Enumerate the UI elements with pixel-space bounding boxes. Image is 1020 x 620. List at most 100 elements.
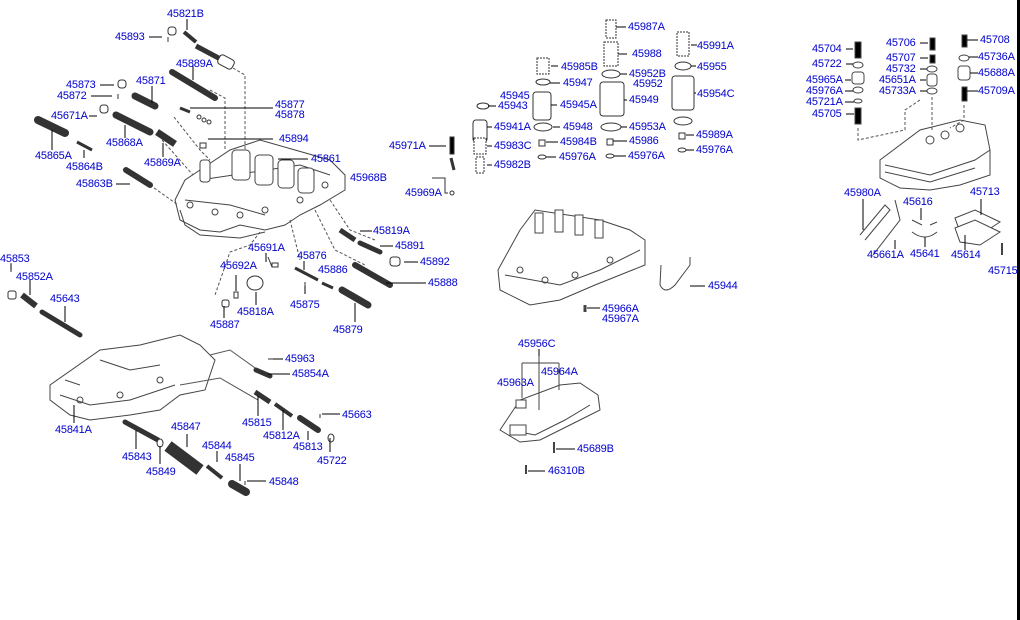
part-label[interactable]: 45853 [0, 253, 30, 265]
part-label[interactable]: 45872 [57, 90, 87, 102]
part-label[interactable]: 45854A [292, 368, 329, 380]
part-label[interactable]: 45967A [602, 313, 639, 325]
part-label[interactable]: 45876 [297, 250, 327, 262]
part-label[interactable]: 46310B [548, 465, 585, 477]
part-label[interactable]: 45963A [497, 377, 534, 389]
part-label[interactable]: 45944 [708, 280, 738, 292]
part-label[interactable]: 45956C [518, 338, 556, 350]
part-label[interactable]: 45985B [561, 61, 598, 73]
part-label[interactable]: 45945A [560, 99, 597, 111]
part-label[interactable]: 45733A [879, 85, 916, 97]
part-label[interactable]: 45892 [420, 256, 450, 268]
part-label[interactable]: 45984B [560, 136, 597, 148]
part-label[interactable]: 45864B [66, 161, 103, 173]
part-label[interactable]: 45865A [35, 150, 72, 162]
part-label[interactable]: 45661A [867, 249, 904, 261]
part-label[interactable]: 45976A [696, 144, 733, 156]
part-label[interactable]: 45843 [122, 451, 152, 463]
part-label[interactable]: 45879 [333, 324, 363, 336]
part-label[interactable]: 45705 [812, 108, 842, 120]
part-label[interactable]: 45715 [988, 265, 1018, 277]
part-label[interactable]: 45704 [812, 43, 842, 55]
part-label[interactable]: 45852A [16, 271, 53, 283]
part-label[interactable]: 45949 [629, 94, 659, 106]
part-label[interactable]: 45691A [248, 242, 285, 254]
part-label[interactable]: 45894 [279, 133, 309, 145]
part-label[interactable]: 45848 [269, 476, 299, 488]
part-label[interactable]: 45983C [494, 140, 532, 152]
part-label[interactable]: 45987A [628, 21, 665, 33]
part-label[interactable]: 45941A [494, 121, 531, 133]
part-label[interactable]: 45812A [263, 430, 300, 442]
part-label[interactable]: 45869A [144, 157, 181, 169]
part-label[interactable]: 45736A [978, 51, 1015, 63]
part-label[interactable]: 45707 [886, 52, 916, 64]
part-label[interactable]: 45969A [405, 187, 442, 199]
part-label[interactable]: 45616 [903, 196, 933, 208]
part-label[interactable]: 45952B [629, 68, 666, 80]
part-label[interactable]: 45976A [559, 151, 596, 163]
part-label[interactable]: 45841A [55, 424, 92, 436]
part-label[interactable]: 45818A [237, 306, 274, 318]
part-label[interactable]: 45692A [220, 260, 257, 272]
part-label[interactable]: 45663 [342, 409, 372, 421]
part-label[interactable]: 45943 [498, 100, 528, 112]
part-label[interactable]: 45875 [290, 299, 320, 311]
part-label[interactable]: 45688A [978, 67, 1015, 79]
part-label[interactable]: 45954C [697, 88, 735, 100]
part-label[interactable]: 45708 [980, 34, 1010, 46]
part-label[interactable]: 45821B [167, 8, 204, 20]
part-label[interactable]: 45952 [633, 78, 663, 90]
part-label[interactable]: 45971A [389, 140, 426, 152]
part-label[interactable]: 45713 [970, 186, 1000, 198]
part-label[interactable]: 45721A [806, 96, 843, 108]
part-label[interactable]: 45877 [275, 99, 305, 111]
part-label[interactable]: 45689B [577, 443, 614, 455]
part-label[interactable]: 45863B [76, 178, 113, 190]
part-label[interactable]: 45963 [285, 353, 315, 365]
part-label[interactable]: 45871 [136, 75, 166, 87]
part-label[interactable]: 45722 [812, 58, 842, 70]
part-label[interactable]: 45966A [602, 303, 639, 315]
part-label[interactable]: 45722 [317, 455, 347, 467]
part-label[interactable]: 45964A [541, 366, 578, 378]
part-label[interactable]: 45819A [373, 225, 410, 237]
part-label[interactable]: 45709A [978, 85, 1015, 97]
part-label[interactable]: 45888 [428, 277, 458, 289]
part-label[interactable]: 45953A [629, 121, 666, 133]
part-label[interactable]: 45614 [951, 249, 981, 261]
part-label[interactable]: 45847 [171, 421, 201, 433]
part-label[interactable]: 45643 [50, 293, 80, 305]
part-label[interactable]: 45641 [910, 248, 940, 260]
part-label[interactable]: 45878 [275, 109, 305, 121]
part-label[interactable]: 45886 [318, 264, 348, 276]
part-label[interactable]: 45891 [395, 240, 425, 252]
part-label[interactable]: 45844 [202, 440, 232, 452]
part-label[interactable]: 45887 [210, 319, 240, 331]
part-label[interactable]: 45945 [500, 90, 530, 102]
part-label[interactable]: 45980A [844, 187, 881, 199]
part-label[interactable]: 45982B [494, 159, 531, 171]
part-label[interactable]: 45991A [697, 40, 734, 52]
part-label[interactable]: 45948 [563, 121, 593, 133]
part-label[interactable]: 45815 [242, 417, 272, 429]
part-label[interactable]: 45947 [563, 77, 593, 89]
part-label[interactable]: 45965A [806, 74, 843, 86]
part-label[interactable]: 45989A [696, 129, 733, 141]
part-label[interactable]: 45706 [886, 37, 916, 49]
part-label[interactable]: 45968B [350, 172, 387, 184]
part-label[interactable]: 45813 [293, 441, 323, 453]
part-label[interactable]: 45986 [629, 135, 659, 147]
part-label[interactable]: 45976A [806, 85, 843, 97]
part-label[interactable]: 45873 [66, 79, 96, 91]
part-label[interactable]: 45845 [225, 452, 255, 464]
part-label[interactable]: 45988 [632, 48, 662, 60]
part-label[interactable]: 45868A [106, 137, 143, 149]
part-label[interactable]: 45976A [628, 150, 665, 162]
part-label[interactable]: 45955 [697, 61, 727, 73]
part-label[interactable]: 45893 [115, 31, 145, 43]
part-label[interactable]: 45671A [51, 110, 88, 122]
part-label[interactable]: 45651A [879, 74, 916, 86]
part-label[interactable]: 45861 [311, 153, 341, 165]
part-label[interactable]: 45889A [176, 58, 213, 70]
